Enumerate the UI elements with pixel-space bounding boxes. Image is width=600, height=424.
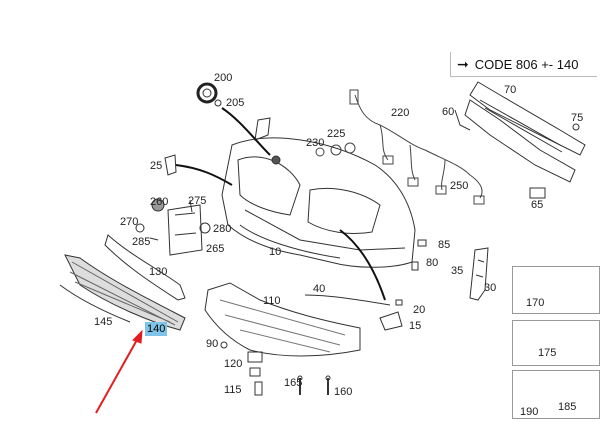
part-label-285: 285 bbox=[132, 236, 151, 248]
part-label-90: 90 bbox=[206, 338, 219, 350]
side-bracket-right bbox=[411, 239, 489, 301]
part-label-165: 165 bbox=[284, 377, 303, 389]
part-label-115: 115 bbox=[224, 384, 242, 396]
bumper-cover bbox=[221, 117, 416, 268]
part-label-205: 205 bbox=[226, 97, 245, 109]
strip-40 bbox=[304, 294, 391, 306]
part-label-80: 80 bbox=[426, 257, 439, 269]
underbody-panel bbox=[204, 282, 361, 363]
right-arrow-icon: ➞ bbox=[457, 55, 469, 72]
upper-grille-trim bbox=[454, 81, 586, 183]
code-note-text: CODE 806 +- 140 bbox=[474, 56, 579, 72]
tow-cover bbox=[339, 229, 403, 331]
part-label-280: 280 bbox=[213, 223, 232, 235]
part-label-70: 70 bbox=[504, 84, 517, 96]
part-label-75: 75 bbox=[571, 112, 584, 124]
part-label-175: 175 bbox=[538, 347, 557, 359]
part-label-260: 260 bbox=[150, 196, 169, 208]
part-label-120: 120 bbox=[224, 358, 243, 370]
part-label-110: 110 bbox=[263, 295, 281, 307]
license-bracket bbox=[135, 198, 211, 256]
part-label-130: 130 bbox=[149, 266, 168, 278]
pointer-arrow bbox=[95, 329, 143, 414]
lower-grille bbox=[59, 254, 186, 331]
part-label-185: 185 bbox=[558, 401, 577, 413]
bracket-left bbox=[164, 154, 233, 186]
part-label-10: 10 bbox=[269, 246, 282, 258]
part-label-225: 225 bbox=[327, 128, 346, 140]
part-label-25: 25 bbox=[150, 160, 163, 172]
emblem-part bbox=[196, 82, 222, 107]
part-label-190: 190 bbox=[520, 406, 539, 418]
leader-200 bbox=[221, 107, 271, 156]
part-label-270: 270 bbox=[120, 216, 139, 228]
part-label-275: 275 bbox=[188, 195, 207, 207]
part-label-65: 65 bbox=[531, 199, 544, 211]
part-label-145: 145 bbox=[94, 316, 113, 328]
part-label-265: 265 bbox=[206, 243, 225, 255]
part-label-60: 60 bbox=[442, 106, 455, 118]
part-label-200: 200 bbox=[214, 72, 233, 84]
wiring-harness bbox=[315, 89, 485, 205]
part-label-250: 250 bbox=[450, 180, 469, 192]
part-label-20: 20 bbox=[413, 304, 426, 316]
clips-bottom bbox=[220, 341, 331, 396]
small-part-65 bbox=[529, 187, 546, 199]
part-label-230: 230 bbox=[306, 137, 325, 149]
side-strip bbox=[104, 234, 186, 301]
part-label-85: 85 bbox=[438, 239, 451, 251]
inset-box-175 bbox=[512, 320, 600, 366]
code-note: ➞ CODE 806 +- 140 bbox=[450, 52, 597, 77]
part-label-160: 160 bbox=[334, 386, 353, 398]
part-label-170: 170 bbox=[526, 297, 545, 309]
part-label-35: 35 bbox=[451, 265, 464, 277]
part-label-140-highlighted: 140 bbox=[145, 322, 168, 336]
part-label-40: 40 bbox=[313, 283, 326, 295]
part-label-220: 220 bbox=[391, 107, 410, 119]
part-label-15: 15 bbox=[409, 320, 422, 332]
part-label-30: 30 bbox=[484, 282, 497, 294]
inset-box-170 bbox=[512, 266, 600, 314]
